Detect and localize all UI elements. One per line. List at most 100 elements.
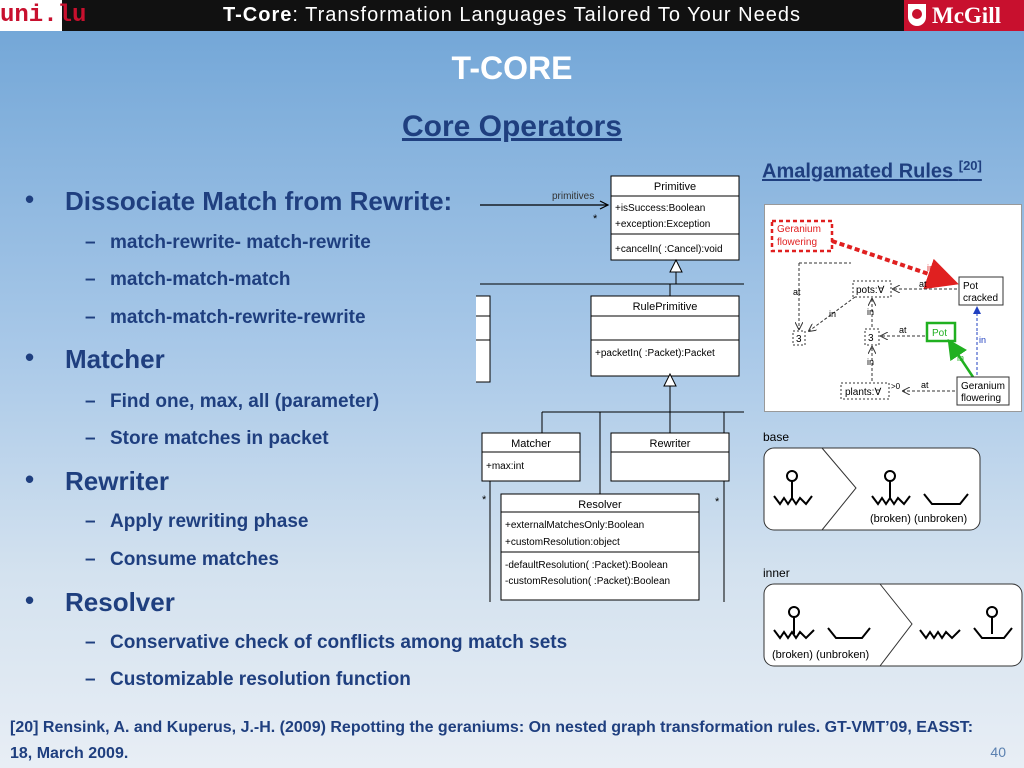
node-pot-cracked: Pot cracked [958,276,1004,306]
edge-label-in: in [979,335,986,345]
class-operation: +cancelIn( :Cancel):void [615,244,723,255]
primitives-role-label: primitives [552,191,594,202]
bullet-text: Rewriter [65,466,170,496]
amalgamated-rules-title-text: Amalgamated Rules [762,160,959,183]
class-resolver: Resolver +externalMatchesOnly:Boolean +c… [500,493,700,601]
association-arrowhead-icon [599,200,610,210]
class-name: Resolver [578,499,622,511]
node-label: cracked [963,293,998,304]
dash-glyph: – [85,428,96,449]
class-ruleprimitive: RulePrimitive +packetIn( :Packet):Packet [590,295,740,377]
broken-pot-icon [871,495,911,506]
edge-label-in: in [957,353,964,363]
node-pot-green: Pot [925,321,957,343]
node-pots-forall: pots:∀ [852,280,892,298]
mcgill-logo-text: McGill [932,3,1001,28]
class-attribute: +customResolution:object [505,537,620,548]
header-title-rest: : Transformation Languages Tailored To Y… [292,4,801,26]
slide-subtitle: Core Operators [401,110,623,143]
header-title: T-Core: Transformation Languages Tailore… [0,4,1024,27]
edge-red-dashed [831,239,959,290]
dash-glyph: – [85,549,96,570]
edge-label-in: in [829,309,836,319]
bullet-glyph: • [25,184,35,214]
edge-label-at: at [921,380,929,390]
bullet-text: Dissociate Match from Rewrite: [65,186,453,216]
class-operation: -defaultResolution( :Packet):Boolean [505,560,668,571]
edge-label-at: at [793,287,801,297]
bullet-glyph: • [25,585,35,615]
class-name: RulePrimitive [633,301,698,313]
edge-label-at: at [899,325,907,335]
rule-graph: Geranium flowering in Pot cracked pots:∀… [770,219,1010,406]
class-partial-left [476,295,491,383]
class-attribute: +exception:Exception [615,219,710,230]
class-operation: -customResolution( :Packet):Boolean [505,576,670,587]
edge-in [809,296,856,331]
sub-bullet-text: Store matches in packet [110,428,329,449]
amalgamated-rules-ref: [20] [958,158,982,173]
sub-bullet-text: Consume matches [110,549,279,570]
sub-bullet-text: match-match-match [110,269,291,290]
unbroken-pot-icon [923,493,969,505]
sub-bullet-text: match-rewrite- match-rewrite [110,232,371,253]
node-label: 3 [796,334,802,345]
class-name: Matcher [511,438,551,450]
node-label: flowering [961,393,1001,404]
broken-pot-icon [773,629,815,640]
multiplicity-star: * [482,494,487,506]
node-label: Geranium [961,381,1005,392]
node-three-middle: 3 [864,328,880,346]
dash-glyph: – [85,232,96,253]
uml-class-diagram: primitives * Primitive +isSuccess:Boolea… [476,175,744,602]
bullet-glyph: • [25,342,35,372]
inner-rule-diagram: (broken) (unbroken) [763,583,1023,667]
mcgill-logo: McGill [904,0,1024,31]
multiplicity-star: * [715,496,720,508]
edge-label-in: in [867,357,874,367]
dash-glyph: – [85,391,96,412]
rule-arrow-divider [821,447,857,531]
bullet-text: Resolver [65,587,175,617]
edge-label-in: in [927,263,934,273]
node-plants-forall: plants:∀ [840,382,890,400]
node-label: Geranium [777,224,821,235]
base-caption: (broken) (unbroken) [870,513,967,525]
edge-green [947,338,975,378]
header-title-bold: T-Core [223,4,293,26]
dash-glyph: – [85,269,96,290]
broken-pot-icon [919,629,961,640]
amalgamated-rules-title: Amalgamated Rules [20] [762,158,982,184]
class-operation: +packetIn( :Packet):Packet [595,348,715,359]
edge-label-in: in [867,307,874,317]
class-rewriter: Rewriter [610,432,730,482]
inheritance-arrow-icon [669,258,683,273]
node-label: flowering [777,237,817,248]
node-label: pots:∀ [856,285,885,296]
node-geranium-flowering: Geranium flowering [956,376,1010,406]
broken-pot-icon [773,495,813,506]
bullet-text: Matcher [65,344,165,374]
slide-title: T-CORE [451,50,573,86]
unbroken-pot-icon [827,627,871,639]
sub-bullet-text: match-match-rewrite-rewrite [110,307,366,328]
page-number: 40 [990,744,1006,760]
rule-arrow-divider [879,583,913,667]
flower-icon [786,470,798,498]
dash-glyph: – [85,669,96,690]
unbroken-pot-icon [973,627,1013,639]
node-label: plants:∀ [845,387,881,398]
multiplicity-star: * [593,213,598,225]
flower-icon [986,606,998,634]
base-label: base [763,430,790,444]
dash-glyph: – [85,307,96,328]
class-primitive: Primitive +isSuccess:Boolean +exception:… [610,175,740,261]
class-name: Primitive [654,181,696,193]
node-geranium-flowering-red: Geranium flowering [770,219,834,253]
class-attribute: +max:int [486,461,524,472]
edge-label-at: at [919,279,927,289]
amalgamated-rules-diagram: Geranium flowering in Pot cracked pots:∀… [764,204,1022,412]
node-three-left: 3 [792,330,806,346]
node-label: Pot [932,328,947,339]
inner-caption: (broken) (unbroken) [772,649,869,661]
